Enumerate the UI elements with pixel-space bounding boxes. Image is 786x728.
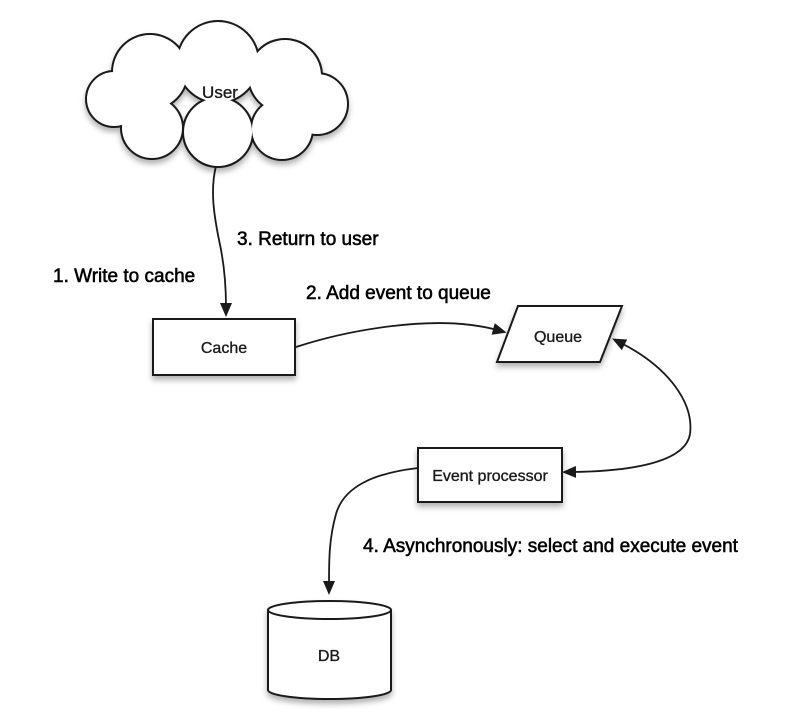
queue-node-label: Queue (534, 329, 582, 346)
step1-write-to-cache-label: 1. Write to cache (53, 266, 195, 287)
db-shape (267, 600, 392, 700)
step2-add-event-to-queue-label: 2. Add event to queue (306, 283, 491, 304)
queue-shape (495, 305, 624, 363)
event-processor-node-label: Event processor (432, 468, 548, 485)
user-cloud-shape (85, 20, 349, 168)
event-processor-shape (417, 447, 563, 503)
user-node-label: User (202, 83, 238, 102)
cache-shape (152, 318, 296, 376)
step3-return-to-user-label: 3. Return to user (237, 229, 379, 250)
db-node-label: DB (318, 648, 340, 665)
edge-queue-event-processor (562, 338, 692, 478)
edge-cache-to-queue (295, 322, 507, 348)
edge-user-to-cache (212, 165, 232, 317)
step4-asynchronously-label: 4. Asynchronously: select and execute ev… (363, 536, 739, 557)
edge-event-processor-to-db (323, 467, 419, 595)
cache-node-label: Cache (201, 340, 247, 357)
